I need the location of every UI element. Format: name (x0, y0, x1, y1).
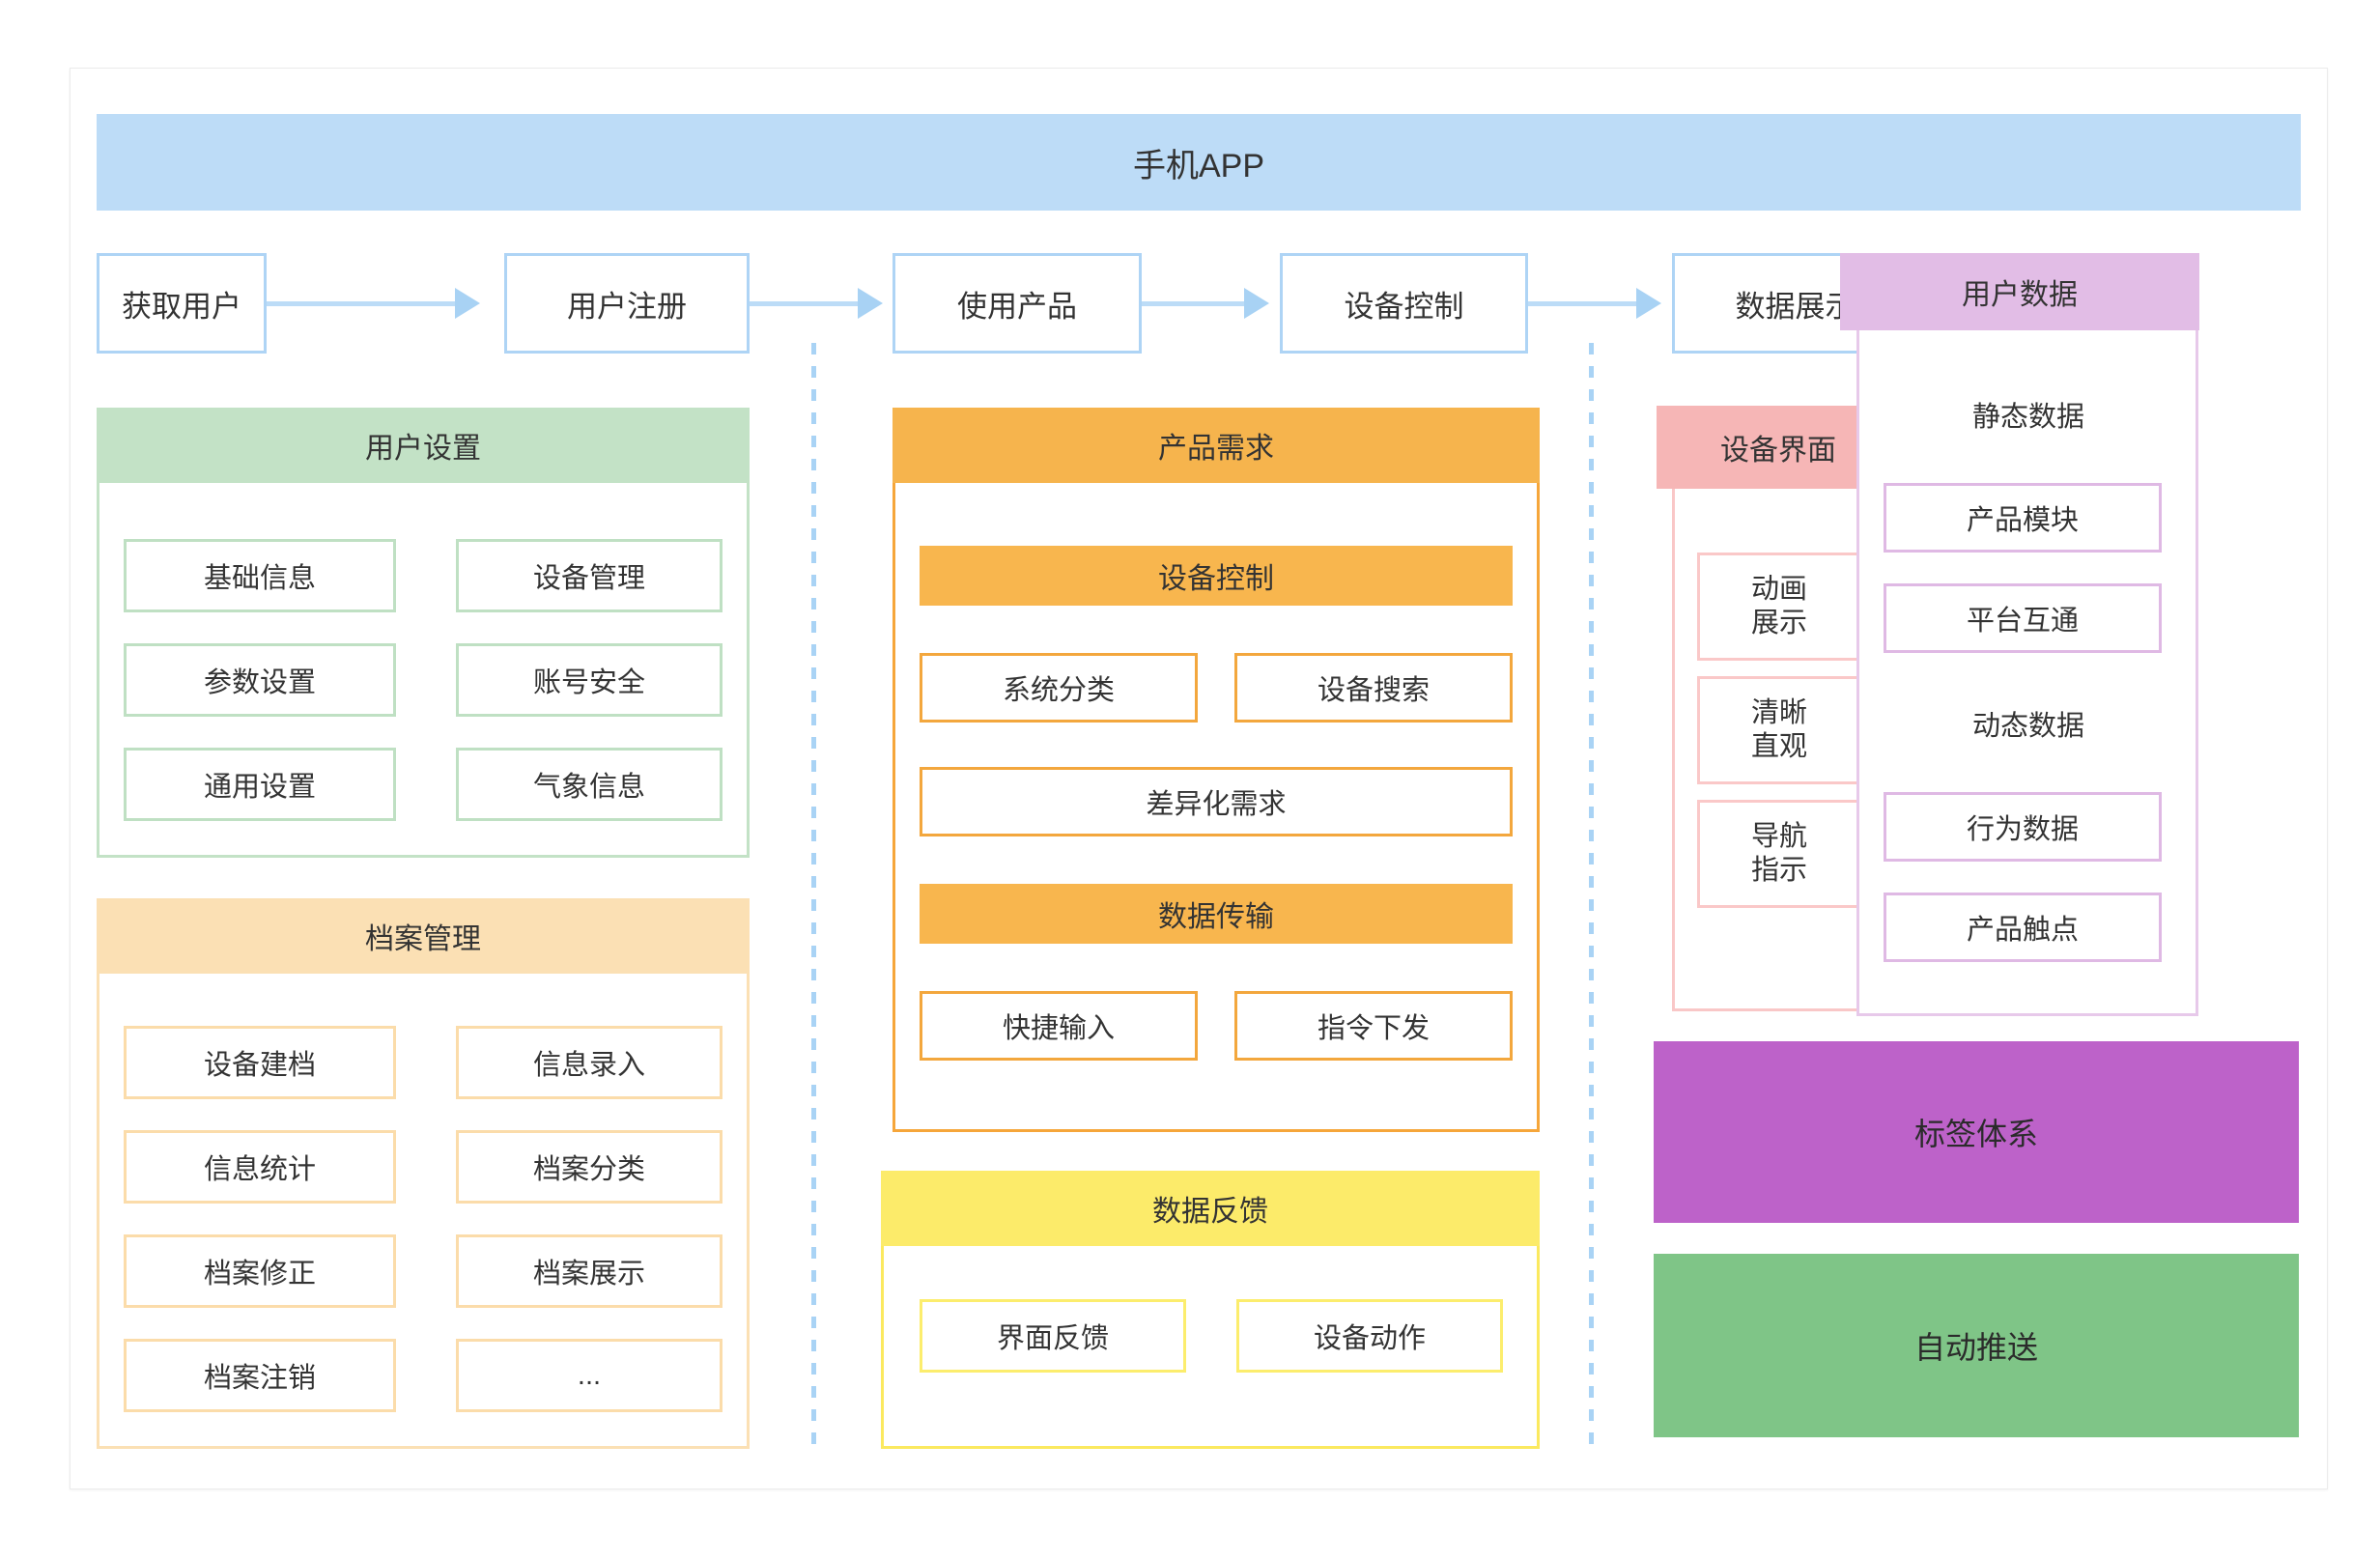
block-tag-system[interactable]: 标签体系 (1654, 1041, 2299, 1223)
chip-product-3[interactable]: 快捷输入 (920, 991, 1198, 1061)
chip-archive-3[interactable]: 信息统计 (124, 1130, 396, 1204)
chip-user-settings-5[interactable]: 通用设置 (124, 748, 396, 821)
flow-connector-2 (750, 301, 858, 306)
chip-archive-1[interactable]: 设备建档 (124, 1026, 396, 1099)
app-header-title: 手机APP (97, 114, 2301, 211)
chip-archive-7[interactable]: 档案注销 (124, 1339, 396, 1412)
group-header-data-feedback: 数据反馈 (881, 1171, 1540, 1246)
flow-arrow-4 (1636, 288, 1661, 319)
chip-user-data-4[interactable]: 产品触点 (1884, 893, 2162, 962)
chip-feedback-1[interactable]: 界面反馈 (920, 1299, 1186, 1373)
group-header-archive-management: 档案管理 (97, 898, 750, 974)
bar-device-control: 设备控制 (920, 546, 1513, 606)
flow-step-4[interactable]: 设备控制 (1280, 253, 1528, 354)
flow-arrow-2 (858, 288, 883, 319)
flow-step-3[interactable]: 使用产品 (892, 253, 1142, 354)
group-header-user-data: 用户数据 (1840, 253, 2199, 330)
column-divider-left (811, 343, 816, 1449)
chip-product-2[interactable]: 设备搜索 (1234, 653, 1513, 723)
chip-product-differentiated[interactable]: 差异化需求 (920, 767, 1513, 836)
chip-product-4[interactable]: 指令下发 (1234, 991, 1513, 1061)
chip-device-interface-1[interactable]: 动画 展示 (1697, 553, 1861, 661)
chip-user-settings-1[interactable]: 基础信息 (124, 539, 396, 612)
chip-archive-8[interactable]: ... (456, 1339, 722, 1412)
chip-user-settings-3[interactable]: 参数设置 (124, 643, 396, 717)
block-auto-push[interactable]: 自动推送 (1654, 1254, 2299, 1437)
chip-user-settings-4[interactable]: 账号安全 (456, 643, 722, 717)
subheader-static-data: 静态数据 (1895, 383, 2162, 446)
bar-data-transmission: 数据传输 (920, 884, 1513, 944)
chip-archive-6[interactable]: 档案展示 (456, 1234, 722, 1308)
group-header-user-settings: 用户设置 (97, 408, 750, 483)
chip-archive-2[interactable]: 信息录入 (456, 1026, 722, 1099)
chip-archive-5[interactable]: 档案修正 (124, 1234, 396, 1308)
flow-connector-1 (267, 301, 455, 306)
column-divider-right (1589, 343, 1594, 1449)
group-header-product-requirements: 产品需求 (892, 408, 1540, 483)
chip-user-data-3[interactable]: 行为数据 (1884, 792, 2162, 862)
chip-user-data-1[interactable]: 产品模块 (1884, 483, 2162, 553)
chip-user-settings-6[interactable]: 气象信息 (456, 748, 722, 821)
flow-connector-3 (1142, 301, 1244, 306)
chip-product-1[interactable]: 系统分类 (920, 653, 1198, 723)
flow-arrow-3 (1244, 288, 1269, 319)
chip-device-interface-3[interactable]: 导航 指示 (1697, 800, 1861, 908)
flow-step-1[interactable]: 获取用户 (97, 253, 267, 354)
chip-device-interface-2[interactable]: 清晰 直观 (1697, 676, 1861, 784)
chip-archive-4[interactable]: 档案分类 (456, 1130, 722, 1204)
flow-arrow-1 (455, 288, 480, 319)
chip-user-settings-2[interactable]: 设备管理 (456, 539, 722, 612)
flow-step-2[interactable]: 用户注册 (504, 253, 750, 354)
chip-user-data-2[interactable]: 平台互通 (1884, 583, 2162, 653)
flow-connector-4 (1528, 301, 1636, 306)
subheader-dynamic-data: 动态数据 (1895, 692, 2162, 755)
chip-feedback-2[interactable]: 设备动作 (1236, 1299, 1503, 1373)
